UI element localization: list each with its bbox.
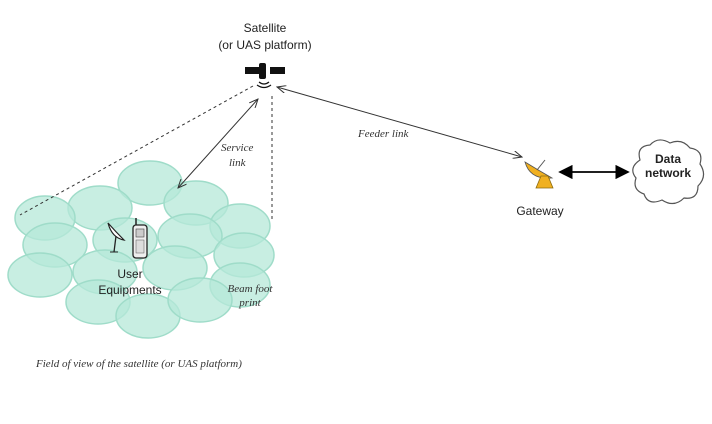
gateway-label: Gateway: [516, 204, 563, 218]
satellite-sublabel: (or UAS platform): [218, 38, 311, 52]
user-equipments-label: User: [117, 267, 142, 281]
service-link-label-2: link: [229, 157, 247, 169]
satellite-label: Satellite: [244, 21, 287, 35]
data-network-label-2: network: [645, 166, 691, 180]
beam-footprint-cells: [7, 160, 275, 339]
satellite-icon: [245, 63, 285, 89]
data-network-label: Data: [655, 152, 681, 166]
satellite-dish-terminal-icon: [107, 222, 126, 253]
feeder-link-label: Feeder link: [357, 128, 410, 140]
field-of-view-caption: Field of view of the satellite (or UAS p…: [35, 358, 242, 370]
beam-footprint-label-2: print: [238, 297, 261, 309]
beam-footprint-label: Beam foot: [228, 283, 274, 295]
gateway-dish-icon: [524, 159, 554, 189]
service-link-label: Service: [221, 142, 253, 154]
feeder-link-arrow: [277, 87, 522, 157]
user-equipments-label-2: Equipments: [98, 283, 161, 297]
service-link-arrow: [178, 99, 258, 188]
mobile-phone-icon: [132, 218, 148, 259]
data-network-cloud-icon: [632, 139, 705, 205]
